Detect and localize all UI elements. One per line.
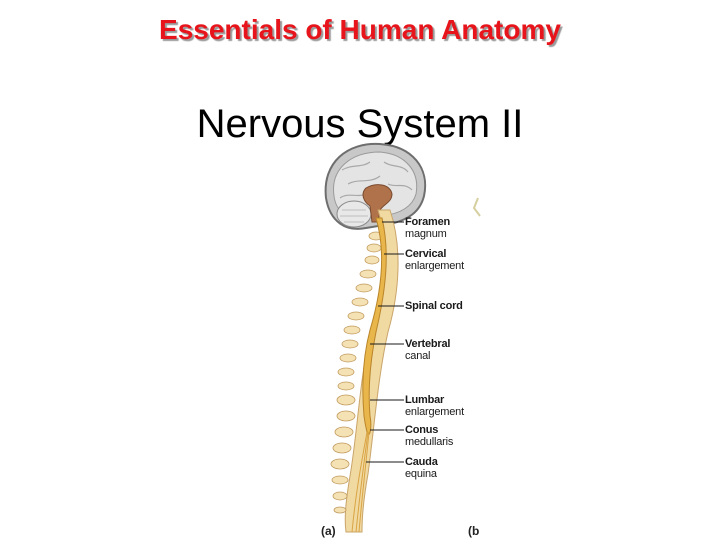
- brain-gyri: [339, 161, 413, 199]
- label-vertebral-canal: Vertebral canal: [405, 338, 451, 362]
- label-cauda-equina: Cauda equina: [405, 456, 438, 480]
- panel-label-a: (a): [321, 524, 336, 538]
- vertebrae-processes: [330, 231, 384, 514]
- cauda-equina-strands: [351, 431, 370, 533]
- label-cervical-enlargement: Cervical enlargement: [405, 248, 464, 272]
- spinal-cord-illustration: [324, 142, 481, 533]
- label-lumbar-enlargement: Lumbar enlargement: [405, 394, 464, 418]
- label-conus-medullaris: Conus medullaris: [405, 424, 454, 448]
- cerebellum-folia: [340, 209, 368, 223]
- header-title: Essentials of Human Anatomy: [159, 14, 561, 45]
- label-foramen-magnum: Foramen magnum: [405, 216, 451, 240]
- spinal-cord-figure: Foramen magnum Cervical enlargement Spin…: [318, 140, 482, 540]
- slide-title: Nervous System II: [196, 102, 524, 146]
- label-spinal-cord: Spinal cord: [405, 300, 463, 312]
- panel-label-b: (b: [468, 524, 480, 538]
- cerebellum: [336, 200, 372, 228]
- brain-stem: [362, 184, 393, 223]
- adjacent-panel-fragment: [472, 197, 481, 217]
- label-leader-lines: [366, 221, 404, 463]
